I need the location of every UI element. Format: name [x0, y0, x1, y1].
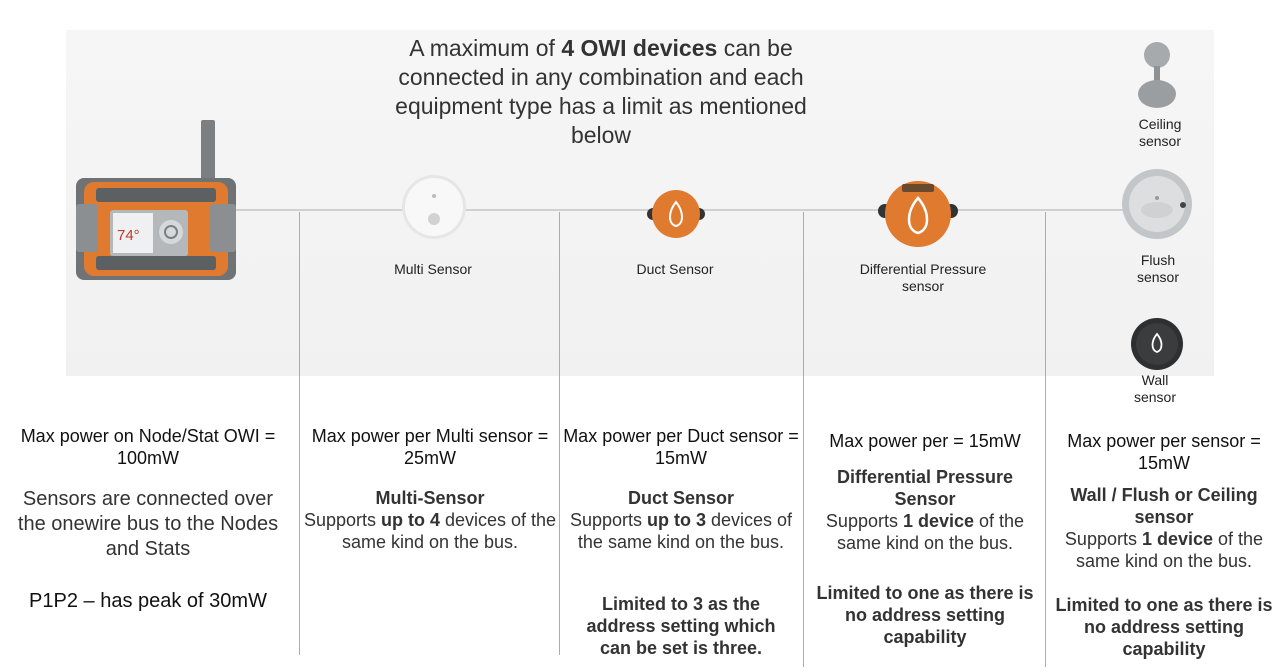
- column-differential: Max power per = 15mW Differential Pressu…: [806, 430, 1044, 648]
- product-panel: [66, 30, 1214, 376]
- wall-sensor-label: Wall sensor: [1115, 372, 1195, 406]
- ceiling-sensor-icon: [1138, 42, 1176, 108]
- duct-power-text: Max power per Duct sensor = 15mW: [563, 426, 799, 468]
- duct-heading: Duct Sensor: [627, 488, 735, 508]
- ceiling-label-line2: sensor: [1138, 133, 1182, 149]
- title-text-pre: A maximum of: [409, 35, 562, 61]
- multi-support-pre: Supports: [303, 510, 381, 530]
- wall-label-line1: Wall: [1141, 372, 1169, 388]
- node-peak-text: P1P2 – has peak of 30mW: [29, 590, 267, 612]
- multi-sensor-label: Multi Sensor: [394, 261, 472, 277]
- wall-support-text: Supports 1 device of the same kind on th…: [1048, 528, 1280, 572]
- duct-sensor-icon: [647, 190, 705, 238]
- multi-power-text: Max power per Multi sensor = 25mW: [311, 426, 549, 468]
- multi-support-post: devices of the same kind on the bus.: [341, 510, 557, 552]
- differential-pressure-sensor-icon: [878, 181, 958, 247]
- duct-sensor-label: Duct Sensor: [636, 261, 714, 277]
- flush-label-line1: Flush: [1140, 252, 1176, 268]
- wall-label-line2: sensor: [1133, 389, 1177, 405]
- divider-3: [803, 212, 804, 667]
- diff-heading: Differential Pressure Sensor: [836, 467, 1014, 509]
- multi-support-text: Supports up to 4 devices of the same kin…: [302, 509, 558, 553]
- wall-support-strong: 1 device: [1141, 529, 1214, 549]
- diff-support-strong: 1 device: [902, 511, 975, 531]
- duct-support-strong: up to 3: [647, 510, 706, 530]
- diff-support-post: of the same kind on the bus.: [836, 511, 1025, 553]
- wall-sensor-icon: [1131, 318, 1183, 370]
- duct-support-pre: Supports: [569, 510, 647, 530]
- column-duct: Max power per Duct sensor = 15mW Duct Se…: [560, 425, 802, 659]
- wall-heading: Wall / Flush or Ceiling sensor: [1070, 485, 1258, 527]
- title-text-post: can be connected in any combination and …: [395, 35, 807, 148]
- wall-support-pre: Supports: [1064, 529, 1142, 549]
- column-wall: Max power per sensor = 15mW Wall / Flush…: [1048, 430, 1280, 660]
- divider-2: [559, 212, 560, 655]
- diff-limit-text: Limited to one as there is no address se…: [816, 583, 1034, 647]
- multi-sensor-icon: [402, 175, 466, 239]
- controller-display-text: 74°: [117, 227, 140, 244]
- diff-support-text: Supports 1 device of the same kind on th…: [806, 510, 1044, 554]
- title-text-strong: 4 OWI devices: [561, 35, 718, 61]
- diff-support-pre: Supports: [825, 511, 903, 531]
- column-multi: Max power per Multi sensor = 25mW Multi-…: [302, 425, 558, 553]
- differential-pressure-sensor-label: Differential Pressure sensor: [846, 261, 1000, 295]
- ceiling-label-line1: Ceiling: [1138, 116, 1182, 132]
- diff-label-line2: sensor: [901, 278, 945, 294]
- multi-heading: Multi-Sensor: [375, 488, 485, 508]
- node-power-text: Max power on Node/Stat OWI = 100mW: [20, 426, 276, 468]
- diff-label-line1: Differential Pressure: [859, 261, 987, 277]
- flush-sensor-label: Flush sensor: [1118, 252, 1198, 286]
- duct-support-post: devices of the same kind on the bus.: [577, 510, 793, 552]
- column-node: Max power on Node/Stat OWI = 100mW Senso…: [8, 425, 288, 612]
- duct-support-text: Supports up to 3 devices of the same kin…: [560, 509, 802, 553]
- multi-support-strong: up to 4: [380, 510, 440, 530]
- diagram-title: A maximum of 4 OWI devices can be connec…: [370, 34, 832, 150]
- divider-4: [1045, 212, 1046, 667]
- diff-power-text: Max power per = 15mW: [829, 431, 1021, 451]
- node-description-text: Sensors are connected over the onewire b…: [17, 488, 279, 560]
- divider-1: [299, 212, 300, 655]
- flush-label-line2: sensor: [1136, 269, 1180, 285]
- duct-limit-text: Limited to 3 as the address setting whic…: [586, 594, 776, 658]
- wall-limit-text: Limited to one as there is no address se…: [1055, 595, 1273, 659]
- controller-node-icon: 74°: [76, 120, 236, 280]
- wall-power-text: Max power per sensor = 15mW: [1067, 431, 1261, 473]
- wall-support-post: of the same kind on the bus.: [1075, 529, 1264, 571]
- flush-sensor-icon: [1122, 169, 1192, 239]
- ceiling-sensor-label: Ceiling sensor: [1120, 116, 1200, 150]
